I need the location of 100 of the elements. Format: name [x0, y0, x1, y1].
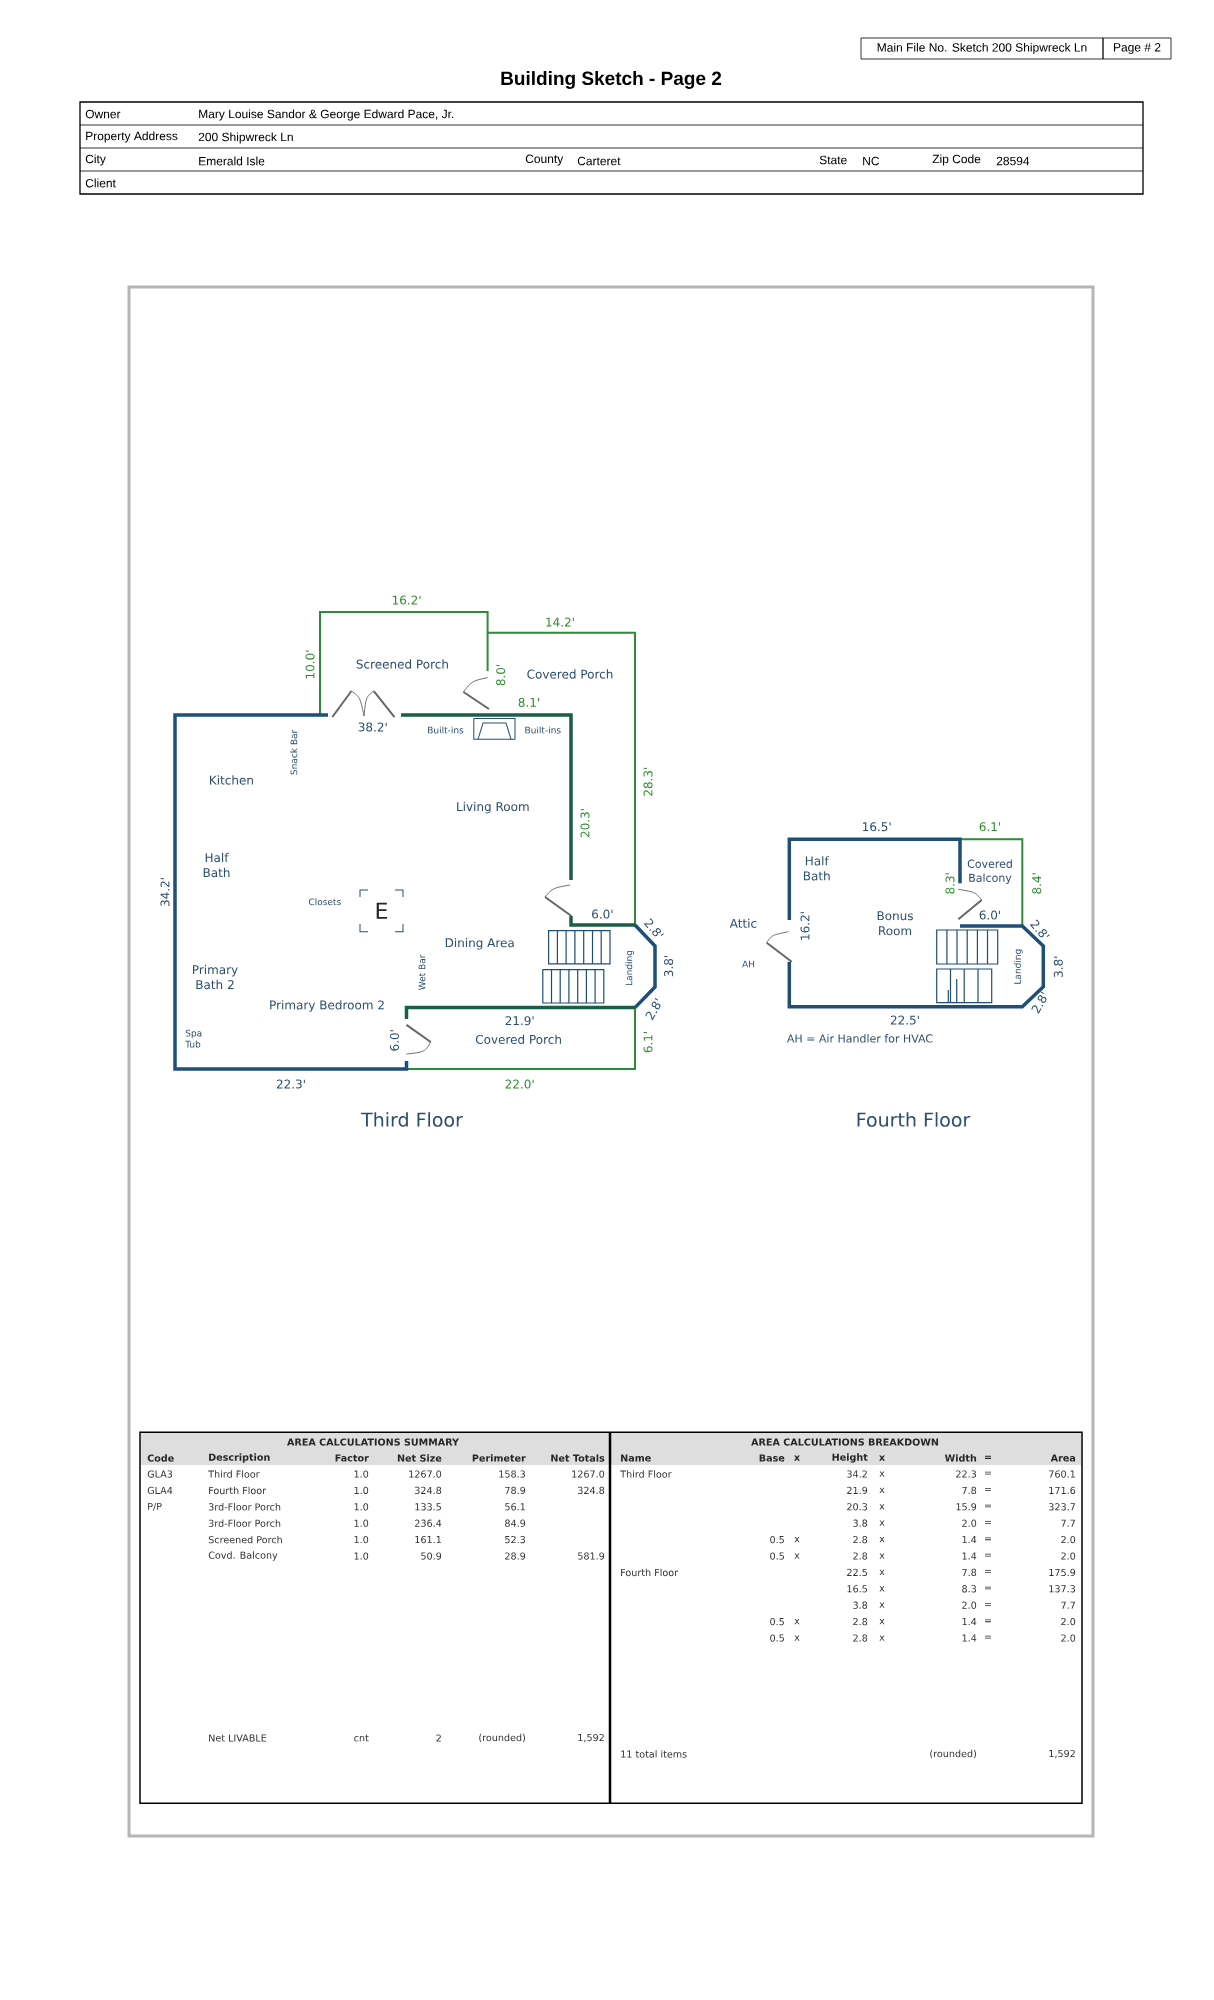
column-header: x [794, 1455, 800, 1461]
table-cell: Third Floor [208, 1470, 260, 1478]
table-cell: 137.3 [1049, 1585, 1075, 1593]
table-cell: 84.9 [505, 1519, 526, 1527]
table-cell: 581.9 [578, 1552, 605, 1560]
dimension-label: 16.2' [800, 912, 810, 940]
table-cell: 2.8 [853, 1536, 868, 1544]
table-cell: 28.9 [505, 1552, 526, 1560]
table-cell: 7.7 [1061, 1601, 1075, 1609]
room-label: Living Room [457, 801, 529, 814]
table-cell: x [879, 1602, 885, 1608]
column-header: Code [147, 1454, 174, 1462]
table-title: AREA CALCULATIONS SUMMARY [287, 1438, 460, 1446]
page-title: Building Sketch - Page 2 [501, 71, 722, 89]
table-cell: Fourth Floor [621, 1568, 679, 1577]
table-cell: P/P [148, 1502, 162, 1511]
dimension-label: 8.1' [518, 697, 540, 707]
table-cell: Fourth Floor [209, 1486, 267, 1495]
table-cell: 1267.0 [409, 1470, 442, 1478]
dimension-label: 6.1' [643, 1032, 653, 1053]
table-cell: = [985, 1586, 991, 1590]
table-cell: x [879, 1487, 885, 1494]
room-label: Kitchen [210, 775, 253, 785]
column-header: Base [759, 1454, 785, 1462]
table-cell: x [794, 1635, 800, 1641]
field-value: NC [863, 156, 880, 166]
table-cell: Net LIVABLE [209, 1734, 267, 1742]
dimension-label: 8.0' [496, 665, 506, 686]
table-cell: 236.4 [415, 1519, 442, 1527]
dimension-label: 2.8' [1030, 919, 1050, 938]
table-cell: 22.3 [956, 1470, 976, 1478]
table-cell: 34.2 [847, 1470, 867, 1478]
table-cell: 2.0 [1061, 1634, 1076, 1642]
table-cell: 1267.0 [572, 1470, 605, 1478]
table-cell: 2.0 [1061, 1536, 1076, 1544]
table-cell: 3rd-Floor Porch [208, 1519, 281, 1527]
table-cell: 1.0 [354, 1470, 369, 1478]
column-header: Net Totals [551, 1454, 605, 1462]
fixture-label: Built-ins [525, 726, 561, 734]
table-cell: 1.4 [962, 1634, 977, 1642]
table-cell: (rounded) [930, 1749, 976, 1759]
table-cell: 22.5 [847, 1568, 867, 1577]
table-cell: = [985, 1488, 991, 1491]
fixture-label: Wet Bar [418, 954, 426, 990]
field-label: Owner [85, 109, 121, 119]
table-cell: 50.9 [421, 1552, 442, 1560]
table-cell: 0.5 [770, 1536, 784, 1544]
dimension-label: 3.8' [1053, 956, 1063, 977]
table-cell: 2.0 [962, 1601, 977, 1609]
table-cell: 3.8 [853, 1601, 868, 1609]
equipment-label: AH [742, 960, 755, 968]
table-cell: x [879, 1586, 885, 1592]
fixture-label: Snack Bar [290, 729, 298, 775]
table-cell: 2.0 [1061, 1618, 1076, 1626]
table-cell: x [879, 1635, 885, 1641]
table-cell: cnt [354, 1734, 369, 1742]
table-cell: (rounded) [479, 1733, 525, 1743]
table-cell: 1.0 [354, 1552, 369, 1560]
column-header: Perimeter [472, 1454, 526, 1462]
field-label: Zip Code [932, 154, 981, 166]
table-cell: 11 total items [621, 1750, 687, 1758]
dimension-label: 6.0' [979, 910, 1001, 920]
table-cell: GLA4 [147, 1486, 173, 1495]
field-label: State [819, 155, 847, 165]
room-label: Half Bath [803, 856, 830, 881]
table-cell: 1.4 [962, 1536, 977, 1544]
room-label: Covered Porch [527, 669, 613, 679]
table-cell: 15.9 [956, 1503, 977, 1511]
table-cell: 21.9 [847, 1486, 868, 1495]
table-cell: 171.6 [1049, 1486, 1076, 1495]
column-header: Area [1050, 1454, 1076, 1462]
table-cell: 1,592 [578, 1733, 604, 1743]
table-cell: 2.0 [1061, 1552, 1076, 1560]
table-cell: 2.8 [853, 1618, 868, 1626]
table-cell: 7.8 [962, 1486, 977, 1495]
room-label: Primary Bath 2 [193, 964, 238, 990]
dimension-label: 22.0' [505, 1079, 534, 1089]
dimension-label: 6.0' [592, 909, 613, 919]
table-cell: 78.9 [505, 1486, 526, 1495]
field-value: Emerald Isle [199, 156, 265, 166]
field-label: County [525, 154, 564, 166]
table-cell: 0.5 [770, 1634, 784, 1642]
entry-marker: E [376, 902, 388, 919]
table-cell: 3.8 [853, 1519, 868, 1527]
file-number-box: Main File No. Sketch 200 Shipwreck Ln [860, 37, 1104, 60]
table-cell: 8.3 [962, 1585, 977, 1593]
room-label: Landing [1013, 949, 1023, 984]
floor-title: Third Floor [361, 1112, 463, 1127]
room-label: Landing [625, 950, 635, 986]
table-cell: x [879, 1553, 885, 1559]
table-cell: Third Floor [620, 1470, 672, 1478]
column-header: Name [621, 1454, 651, 1462]
floor-title: Fourth Floor [857, 1112, 971, 1127]
field-value: Carteret [577, 156, 621, 166]
table-title: AREA CALCULATIONS BREAKDOWN [751, 1438, 939, 1446]
fixture-label: Spa Tub [185, 1029, 202, 1048]
table-cell: Covd. Balcony [208, 1551, 278, 1561]
field-value: 28594 [996, 156, 1030, 166]
column-header: Height [832, 1453, 868, 1463]
dimension-label: 8.3' [945, 873, 955, 894]
